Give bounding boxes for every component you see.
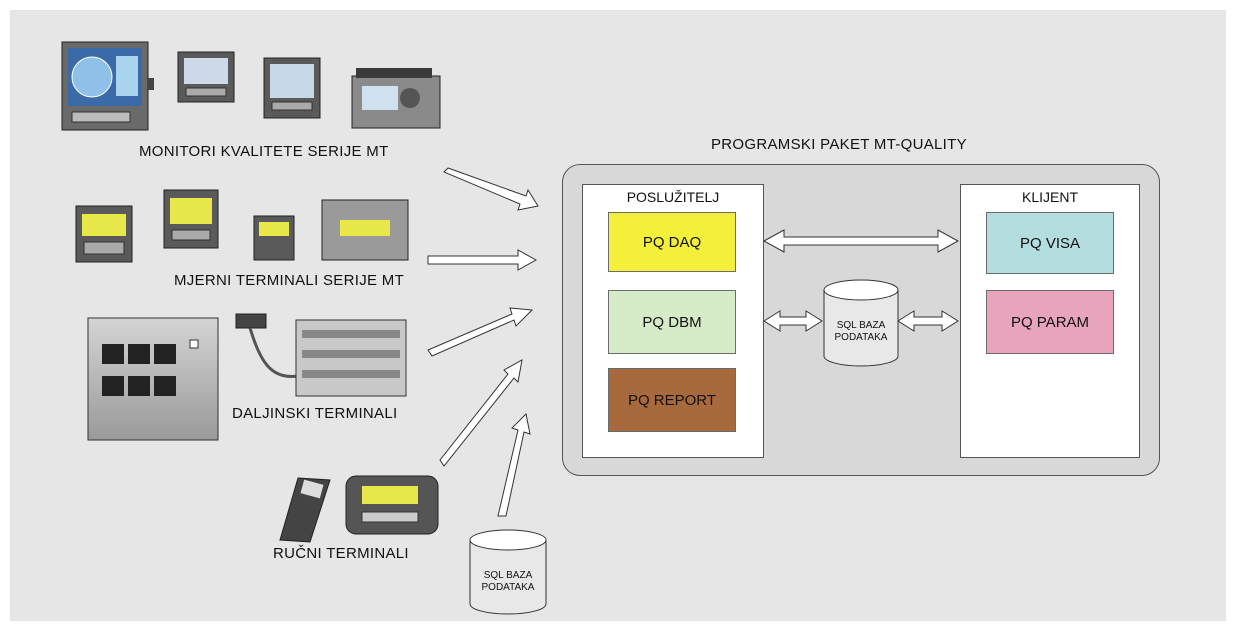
external-db-line1: SQL BAZA bbox=[483, 570, 533, 581]
external-db-line2: PODATAKA bbox=[481, 582, 535, 593]
module-pq-report: PQ REPORT bbox=[608, 368, 736, 432]
remote-cabinet bbox=[87, 317, 219, 441]
label-measuring-terminals: MJERNI TERMINALI SERIJE MT bbox=[174, 272, 405, 289]
terminal-device-4 bbox=[321, 199, 409, 261]
module-pq-visa: PQ VISA bbox=[986, 212, 1114, 274]
internal-db-line2: PODATAKA bbox=[834, 332, 888, 343]
monitor-device-1 bbox=[61, 41, 154, 131]
module-pq-daq: PQ DAQ bbox=[608, 212, 736, 272]
monitor-device-2 bbox=[177, 51, 235, 103]
label-monitors: MONITORI KVALITETE SERIJE MT bbox=[139, 143, 389, 160]
arrow-db-param bbox=[897, 310, 959, 332]
portable-terminal bbox=[345, 475, 439, 535]
server-title: POSLUŽITELJ bbox=[626, 189, 720, 205]
monitor-device-3 bbox=[263, 57, 321, 119]
internal-db-label: SQL BAZA PODATAKA bbox=[824, 320, 898, 344]
remote-rack bbox=[235, 313, 407, 397]
arrow-dbm-db bbox=[763, 310, 823, 332]
label-remote-terminals: DALJINSKI TERMINALI bbox=[232, 405, 398, 422]
module-pq-dbm: PQ DBM bbox=[608, 290, 736, 354]
terminal-device-3 bbox=[253, 215, 295, 261]
terminal-device-1 bbox=[75, 205, 133, 263]
internal-db-cylinder bbox=[823, 279, 899, 367]
internal-db-line1: SQL BAZA bbox=[836, 320, 886, 331]
handheld-device bbox=[279, 477, 331, 543]
package-title: PROGRAMSKI PAKET MT-QUALITY bbox=[711, 136, 967, 153]
arrow-daq-visa bbox=[762, 229, 960, 253]
module-pq-param: PQ PARAM bbox=[986, 290, 1114, 354]
monitor-device-4 bbox=[351, 68, 441, 129]
label-handheld-terminals: RUČNI TERMINALI bbox=[273, 545, 409, 562]
external-db-cylinder bbox=[469, 529, 547, 615]
input-arrows bbox=[427, 167, 539, 517]
client-title: KLIJENT bbox=[1021, 189, 1078, 205]
external-db-label: SQL BAZA PODATAKA bbox=[470, 570, 546, 594]
terminal-device-2 bbox=[163, 189, 219, 249]
